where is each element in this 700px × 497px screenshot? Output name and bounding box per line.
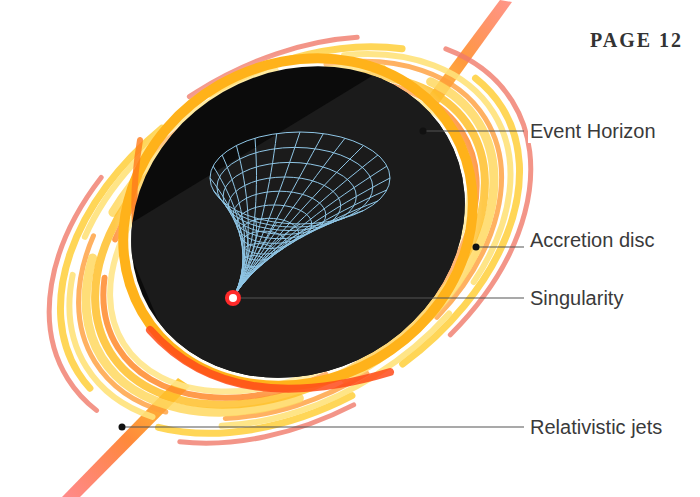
singularity <box>225 290 241 306</box>
leader-dots <box>119 128 480 431</box>
funnel-line <box>233 166 387 298</box>
funnel-line <box>213 166 243 298</box>
funnel-line <box>233 132 300 298</box>
part-label: Singularity <box>528 286 625 310</box>
spacetime-funnel <box>210 132 390 298</box>
funnel-line <box>233 190 387 298</box>
page-number: PAGE 12 <box>588 28 685 52</box>
funnel-line <box>233 155 378 298</box>
event-horizon-ring <box>63 0 533 449</box>
accretion-disc <box>0 0 605 497</box>
part-label: Relativistic jets <box>528 415 664 439</box>
funnel-line <box>233 211 364 299</box>
part-label: Accretion disc <box>528 228 657 252</box>
part-label: Event Horizon <box>528 119 658 143</box>
event-horizon <box>74 6 522 438</box>
funnel-line <box>210 178 243 298</box>
funnel-line <box>233 134 323 298</box>
leader-lines <box>122 131 524 427</box>
